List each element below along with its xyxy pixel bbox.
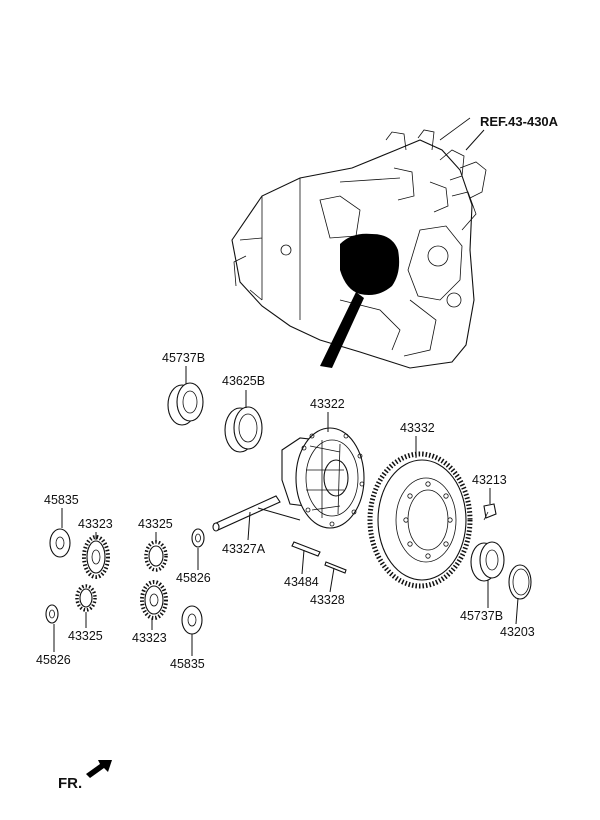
front-direction-label: FR. xyxy=(58,775,82,792)
front-direction-arrow xyxy=(86,760,112,778)
label-43213: 43213 xyxy=(472,473,507,487)
shaft-43327A xyxy=(212,495,281,532)
label-43484: 43484 xyxy=(284,575,319,589)
label-43325-left: 43325 xyxy=(68,629,103,643)
pinion-gear-43325-mid xyxy=(144,540,168,572)
label-43323-left: 43323 xyxy=(78,517,113,531)
washer-45826-mid xyxy=(191,528,205,548)
label-45835-left: 45835 xyxy=(44,493,79,507)
ring-gear-43332 xyxy=(367,451,473,589)
side-gear-43323-mid xyxy=(140,580,168,620)
label-43332: 43332 xyxy=(400,421,435,435)
seal-43625B xyxy=(224,406,263,453)
pin-43328 xyxy=(324,561,347,574)
washer-45835-mid xyxy=(181,605,203,635)
label-45737B-bottom: 45737B xyxy=(460,609,503,623)
washer-45835-left xyxy=(49,528,71,558)
transaxle-housing-illustration xyxy=(231,117,487,369)
side-gear-43323-left xyxy=(82,535,110,579)
label-43325-mid: 43325 xyxy=(138,517,173,531)
washer-45826-left xyxy=(45,604,59,624)
bolt-43213 xyxy=(483,503,497,521)
label-43625B: 43625B xyxy=(222,374,265,388)
pin-43484 xyxy=(291,541,321,557)
bearing-45737B-top xyxy=(167,382,204,426)
label-43203: 43203 xyxy=(500,625,535,639)
label-43323-mid: 43323 xyxy=(132,631,167,645)
pinion-gear-43325-left xyxy=(75,584,97,612)
label-45826-left: 45826 xyxy=(36,653,71,667)
bearing-45737B-bottom xyxy=(470,541,505,582)
label-43322: 43322 xyxy=(310,397,345,411)
differential-case-43322 xyxy=(281,427,365,529)
label-43328: 43328 xyxy=(310,593,345,607)
snap-ring-43203 xyxy=(508,564,532,600)
ref-leader-line xyxy=(465,129,485,151)
label-45826-mid: 45826 xyxy=(176,571,211,585)
label-45835-mid: 45835 xyxy=(170,657,205,671)
label-45737B-top: 45737B xyxy=(162,351,205,365)
ref-label: REF.43-430A xyxy=(480,114,559,129)
label-43327A: 43327A xyxy=(222,542,266,556)
